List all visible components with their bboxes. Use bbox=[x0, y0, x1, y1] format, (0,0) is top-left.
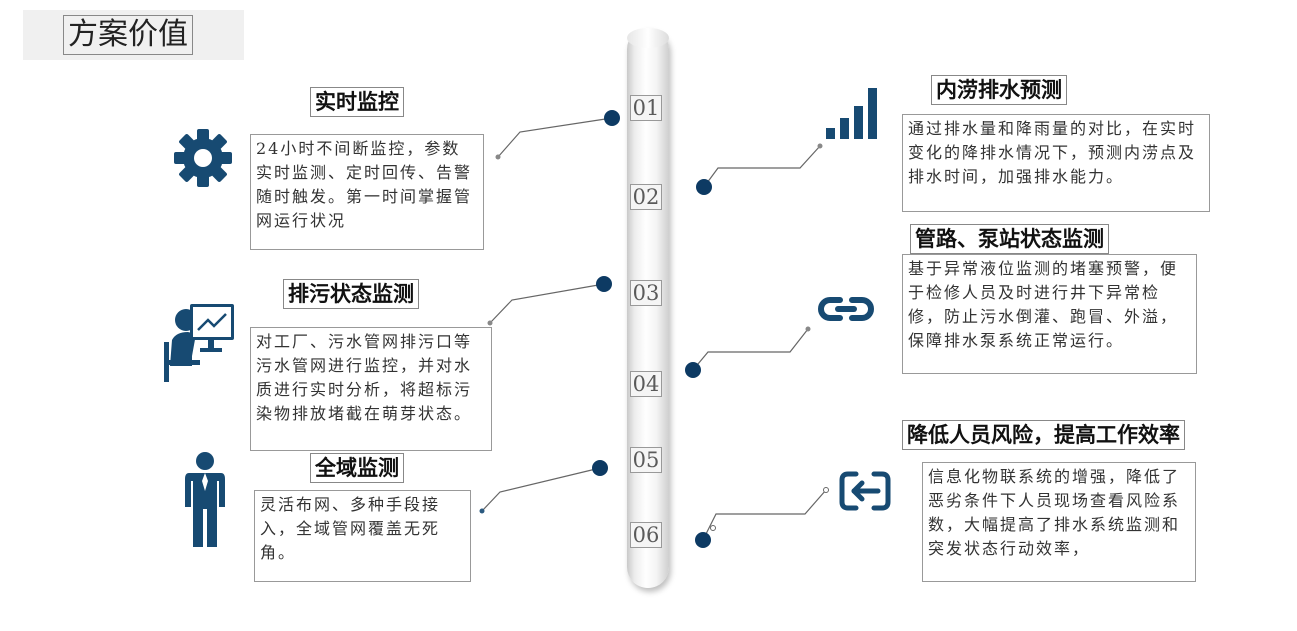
item-title-realtime-monitoring: 实时监控 bbox=[310, 87, 404, 117]
dot-06 bbox=[695, 532, 711, 548]
pillar-cap bbox=[627, 28, 669, 48]
timeline-pillar bbox=[627, 28, 669, 588]
step-number-01: 01 bbox=[630, 95, 662, 121]
item-title-risk-efficiency: 降低人员风险，提高工作效率 bbox=[902, 420, 1185, 450]
item-title-global-monitoring: 全域监测 bbox=[310, 453, 404, 483]
step-number-02: 02 bbox=[630, 184, 662, 210]
gear-icon bbox=[174, 129, 232, 187]
dot-02 bbox=[696, 179, 712, 195]
step-number-03: 03 bbox=[630, 280, 662, 306]
signal-bars-icon bbox=[826, 88, 877, 139]
exchange-arrows-icon bbox=[839, 471, 891, 511]
item-desc-realtime-monitoring: 24小时不间断监控，参数实时监测、定时回传、告警随时触发。第一时间掌握管网运行状… bbox=[250, 134, 484, 250]
dot-05 bbox=[592, 460, 608, 476]
page-title: 方案价值 bbox=[63, 15, 193, 55]
dot-04 bbox=[685, 362, 701, 378]
step-number-06: 06 bbox=[630, 522, 662, 548]
item-desc-pipe-station-monitoring: 基于异常液位监测的堵塞预警，便于检修人员及时进行井下异常检修，防止污水倒灌、跑冒… bbox=[902, 254, 1197, 374]
item-desc-sewage-monitoring: 对工厂、污水管网排污口等污水管网进行监控，并对水质进行实时分析，将超标污染物排放… bbox=[250, 327, 492, 451]
step-number-04: 04 bbox=[630, 371, 662, 397]
dot-03 bbox=[596, 276, 612, 292]
person-icon bbox=[185, 452, 225, 547]
item-desc-global-monitoring: 灵活布网、多种手段接入，全域管网覆盖无死角。 bbox=[254, 490, 471, 582]
item-title-waterlogging-forecast: 内涝排水预测 bbox=[931, 75, 1067, 105]
dot-01 bbox=[604, 110, 620, 126]
item-desc-risk-efficiency: 信息化物联系统的增强，降低了恶劣条件下人员现场查看风险系数，大幅提高了排水系统监… bbox=[922, 462, 1196, 582]
item-title-pipe-station-monitoring: 管路、泵站状态监测 bbox=[910, 224, 1109, 254]
item-desc-waterlogging-forecast: 通过排水量和降雨量的对比，在实时变化的降排水情况下，预测内涝点及排水时间，加强排… bbox=[902, 114, 1210, 212]
link-icon bbox=[818, 297, 874, 321]
step-number-05: 05 bbox=[630, 447, 662, 473]
item-title-sewage-monitoring: 排污状态监测 bbox=[283, 279, 419, 309]
person-monitor-icon bbox=[164, 304, 234, 382]
